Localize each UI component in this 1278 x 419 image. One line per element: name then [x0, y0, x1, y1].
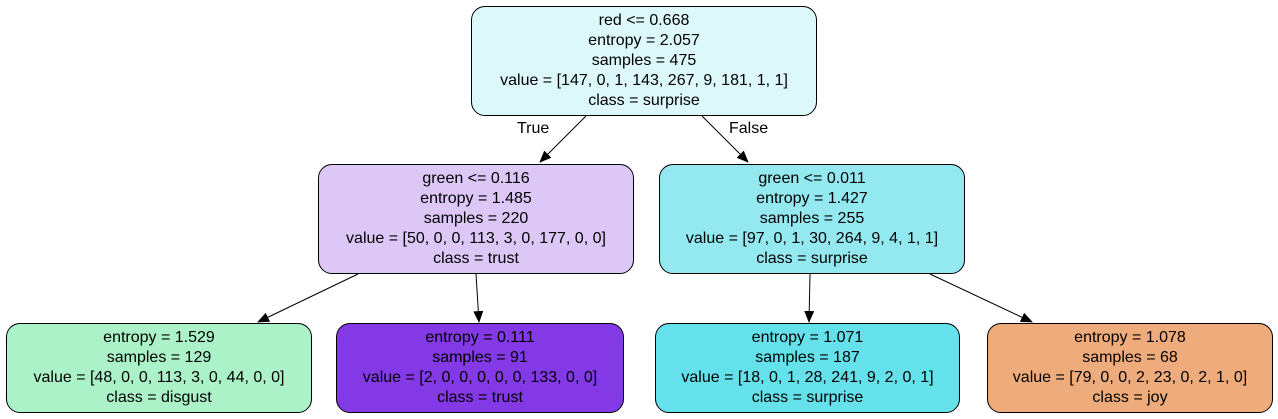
edge-root-n2	[701, 115, 749, 163]
node-text-line: entropy = 1.427	[756, 190, 868, 207]
edge-root-n1	[539, 115, 587, 163]
node-text-line: samples = 129	[106, 349, 212, 366]
tree-node-n1: green <= 0.116 entropy = 1.485 samples = 2…	[318, 164, 634, 274]
tree-node-n5: entropy = 1.071 samples = 187 value = [18,…	[655, 323, 960, 413]
node-text-line: value = [79, 0, 0, 2, 23, 0, 2, 1, 0]	[1012, 369, 1248, 386]
node-text-line: value = [2, 0, 0, 0, 0, 0, 133, 0, 0]	[362, 369, 598, 386]
node-text-line: samples = 475	[591, 52, 697, 69]
node-text-line: class = surprise	[751, 389, 864, 406]
edge-n2-n6	[929, 273, 1033, 323]
node-text-line: green <= 0.011	[758, 170, 866, 187]
node-text-line: entropy = 2.057	[588, 32, 700, 49]
node-text-line: value = [18, 0, 1, 28, 241, 9, 2, 0, 1]	[681, 369, 934, 386]
node-text-line: entropy = 0.111	[425, 329, 535, 346]
tree-node-n2: green <= 0.011 entropy = 1.427 samples = 2…	[659, 164, 965, 274]
tree-node-root: red <= 0.668 entropy = 2.057 samples = 475…	[471, 6, 817, 116]
edge-n2-n5	[804, 273, 815, 323]
edge-label-true: True	[517, 120, 550, 137]
node-text-line: class = surprise	[588, 92, 700, 109]
node-text-line: value = [48, 0, 0, 113, 3, 0, 44, 0, 0]	[33, 369, 285, 386]
node-text-line: value = [147, 0, 1, 143, 267, 9, 181, 1,…	[500, 72, 788, 89]
node-text-line: green <= 0.116	[422, 170, 530, 187]
node-text-line: class = trust	[433, 250, 519, 267]
node-text-line: class = trust	[437, 389, 523, 406]
tree-node-n4: entropy = 0.111 samples = 91 value = [2, 0…	[336, 323, 624, 413]
node-text-line: value = [50, 0, 0, 113, 3, 0, 177, 0, 0]	[346, 230, 606, 247]
node-text-line: entropy = 1.078	[1074, 329, 1186, 346]
node-text-line: samples = 68	[1082, 349, 1178, 366]
node-text-line: value = [97, 0, 1, 30, 264, 9, 4, 1, 1]	[685, 230, 939, 247]
node-text-line: samples = 255	[759, 210, 865, 227]
node-text-line: red <= 0.668	[598, 12, 690, 29]
edge-n1-n4	[473, 273, 484, 323]
node-text-line: class = joy	[1092, 389, 1168, 406]
node-text-line: samples = 220	[423, 210, 529, 227]
node-text-line: entropy = 1.071	[751, 329, 864, 346]
node-text-line: class = surprise	[756, 250, 868, 267]
node-text-line: samples = 187	[755, 349, 860, 366]
edge-n1-n3	[257, 273, 359, 323]
tree-node-n6: entropy = 1.078 samples = 68 value = [79, …	[987, 323, 1273, 413]
tree-node-n3: entropy = 1.529 samples = 129 value = [48,…	[6, 323, 312, 413]
node-text-line: class = disgust	[106, 389, 212, 406]
node-text-line: entropy = 1.485	[420, 190, 532, 207]
node-text-line: samples = 91	[432, 349, 528, 366]
node-text-line: entropy = 1.529	[103, 329, 215, 346]
edge-label-false: False	[729, 120, 769, 137]
